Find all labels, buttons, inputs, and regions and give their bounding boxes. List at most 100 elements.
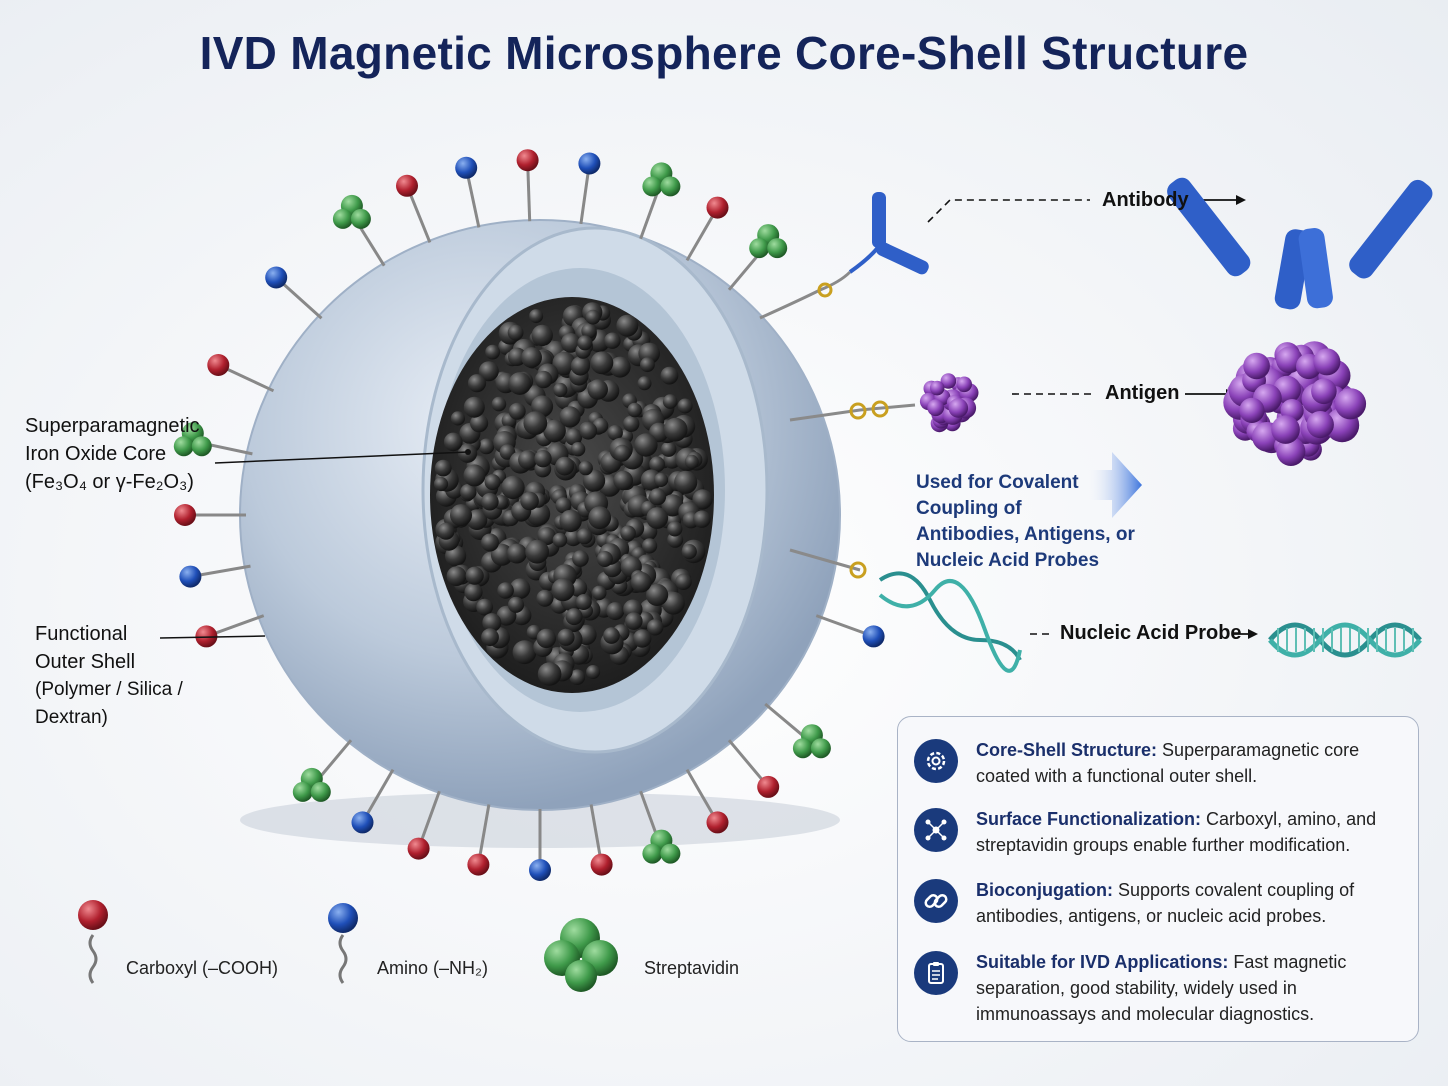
antigen-subunit <box>1271 415 1300 444</box>
nanoparticle <box>476 598 493 616</box>
nanoparticle <box>575 594 592 610</box>
nanoparticle <box>534 370 553 389</box>
nanoparticle <box>464 583 483 602</box>
antigen-subunit <box>1313 348 1341 376</box>
nanoparticle <box>579 422 598 440</box>
nanoparticle <box>581 323 597 339</box>
nanoparticle <box>508 347 527 366</box>
nanoparticle <box>559 509 582 533</box>
link-icon <box>914 879 958 923</box>
amino-group <box>578 152 601 175</box>
info-heading-functionalization: Surface Functionalization: <box>976 809 1202 829</box>
nanoparticle <box>661 494 684 517</box>
nanoparticle <box>646 583 669 607</box>
nanoparticle <box>552 351 576 376</box>
nanoparticle <box>609 356 631 378</box>
nanoparticle <box>648 488 667 506</box>
nanoparticle <box>565 428 583 446</box>
core-label-line2: Iron Oxide Core <box>25 443 167 465</box>
nanoparticle <box>478 438 495 455</box>
nanoparticle <box>627 402 642 418</box>
info-row-core-shell: Core-Shell Structure: Superparamagnetic … <box>912 737 1406 801</box>
nanoparticle <box>646 507 669 529</box>
nanoparticle <box>555 497 572 514</box>
antigen-subunit <box>1276 346 1303 374</box>
antigen-subunit <box>927 399 945 417</box>
core-nanoparticles <box>433 302 713 686</box>
nanoparticle <box>434 459 452 477</box>
antigen-icon <box>1223 341 1367 466</box>
clipboard-icon <box>914 951 958 995</box>
antigen-subunit <box>940 373 957 389</box>
info-text-functionalization: Surface Functionalization: Carboxyl, ami… <box>976 806 1416 858</box>
carboxyl-group <box>174 504 196 526</box>
info-heading-ivd: Suitable for IVD Applications: <box>976 952 1229 972</box>
nanoparticle <box>613 470 633 491</box>
streptavidin-molecule <box>767 238 788 259</box>
info-row-bioconjugation: Bioconjugation: Supports covalent coupli… <box>912 877 1406 941</box>
antigen-subunit <box>1306 411 1334 439</box>
nanoparticle <box>569 669 586 685</box>
core-leader-line <box>214 451 469 464</box>
nanoparticle <box>560 333 581 353</box>
streptavidin-molecule <box>642 843 663 864</box>
nanoparticle <box>523 411 548 435</box>
carboxyl-group <box>467 853 490 876</box>
nanoparticle <box>536 589 554 607</box>
legend-streptavidin-icon <box>544 918 618 992</box>
nanoparticle <box>587 379 608 400</box>
streptavidin-molecule <box>310 781 331 802</box>
nanoparticle <box>501 475 525 500</box>
nanoparticle <box>663 417 688 442</box>
legend-streptavidin-label: Streptavidin <box>644 958 740 978</box>
carboxyl-group <box>207 354 230 376</box>
nanoparticle <box>506 543 527 564</box>
nanoparticle <box>660 366 679 385</box>
network-icon <box>914 808 958 852</box>
nanoparticle <box>470 414 489 433</box>
nanoparticle <box>640 357 655 373</box>
nanoparticle <box>570 356 591 376</box>
nanoparticle <box>630 571 652 593</box>
nanoparticle <box>576 528 593 545</box>
streptavidin-molecule <box>749 238 770 259</box>
nanoparticle <box>565 608 583 626</box>
nanoparticle <box>518 450 538 470</box>
antigen-subunit <box>1243 352 1270 380</box>
nanoparticle <box>509 578 531 599</box>
gear-icon <box>914 739 958 783</box>
shell-label-line4: Dextran) <box>35 707 108 728</box>
antibody-label: Antibody <box>1102 189 1189 211</box>
streptavidin-molecule <box>642 176 663 197</box>
nanoparticle <box>590 351 614 375</box>
info-text-ivd: Suitable for IVD Applications: Fast magn… <box>976 949 1416 1027</box>
nanoparticle <box>537 527 556 546</box>
nanoparticle <box>667 531 684 548</box>
streptavidin-molecule <box>292 781 313 802</box>
streptavidin-molecule <box>191 436 212 457</box>
streptavidin-molecule <box>350 208 371 229</box>
nanoparticle <box>675 573 692 590</box>
streptavidin-molecule <box>660 176 681 197</box>
nanoparticle <box>588 506 612 530</box>
nanoparticle <box>677 398 693 414</box>
nanoparticle <box>667 521 683 537</box>
nanoparticle <box>577 335 593 351</box>
streptavidin-molecule <box>332 208 353 229</box>
nanoparticle <box>543 419 566 443</box>
info-box: Core-Shell Structure: Superparamagnetic … <box>897 716 1419 1042</box>
nanoparticle <box>647 619 664 636</box>
nanoparticle <box>507 324 524 341</box>
antigen-subunit <box>956 376 972 393</box>
nanoparticle <box>692 489 713 510</box>
nanoparticle <box>607 425 623 441</box>
info-text-core-shell: Core-Shell Structure: Superparamagnetic … <box>976 737 1416 789</box>
carboxyl-group <box>516 149 539 172</box>
nanoparticle <box>693 510 711 528</box>
carboxyl-group <box>706 196 729 219</box>
nanoparticle <box>443 432 463 452</box>
nanoparticle <box>552 532 568 548</box>
nanoparticle <box>481 628 499 647</box>
antibody-dash <box>927 199 1090 223</box>
